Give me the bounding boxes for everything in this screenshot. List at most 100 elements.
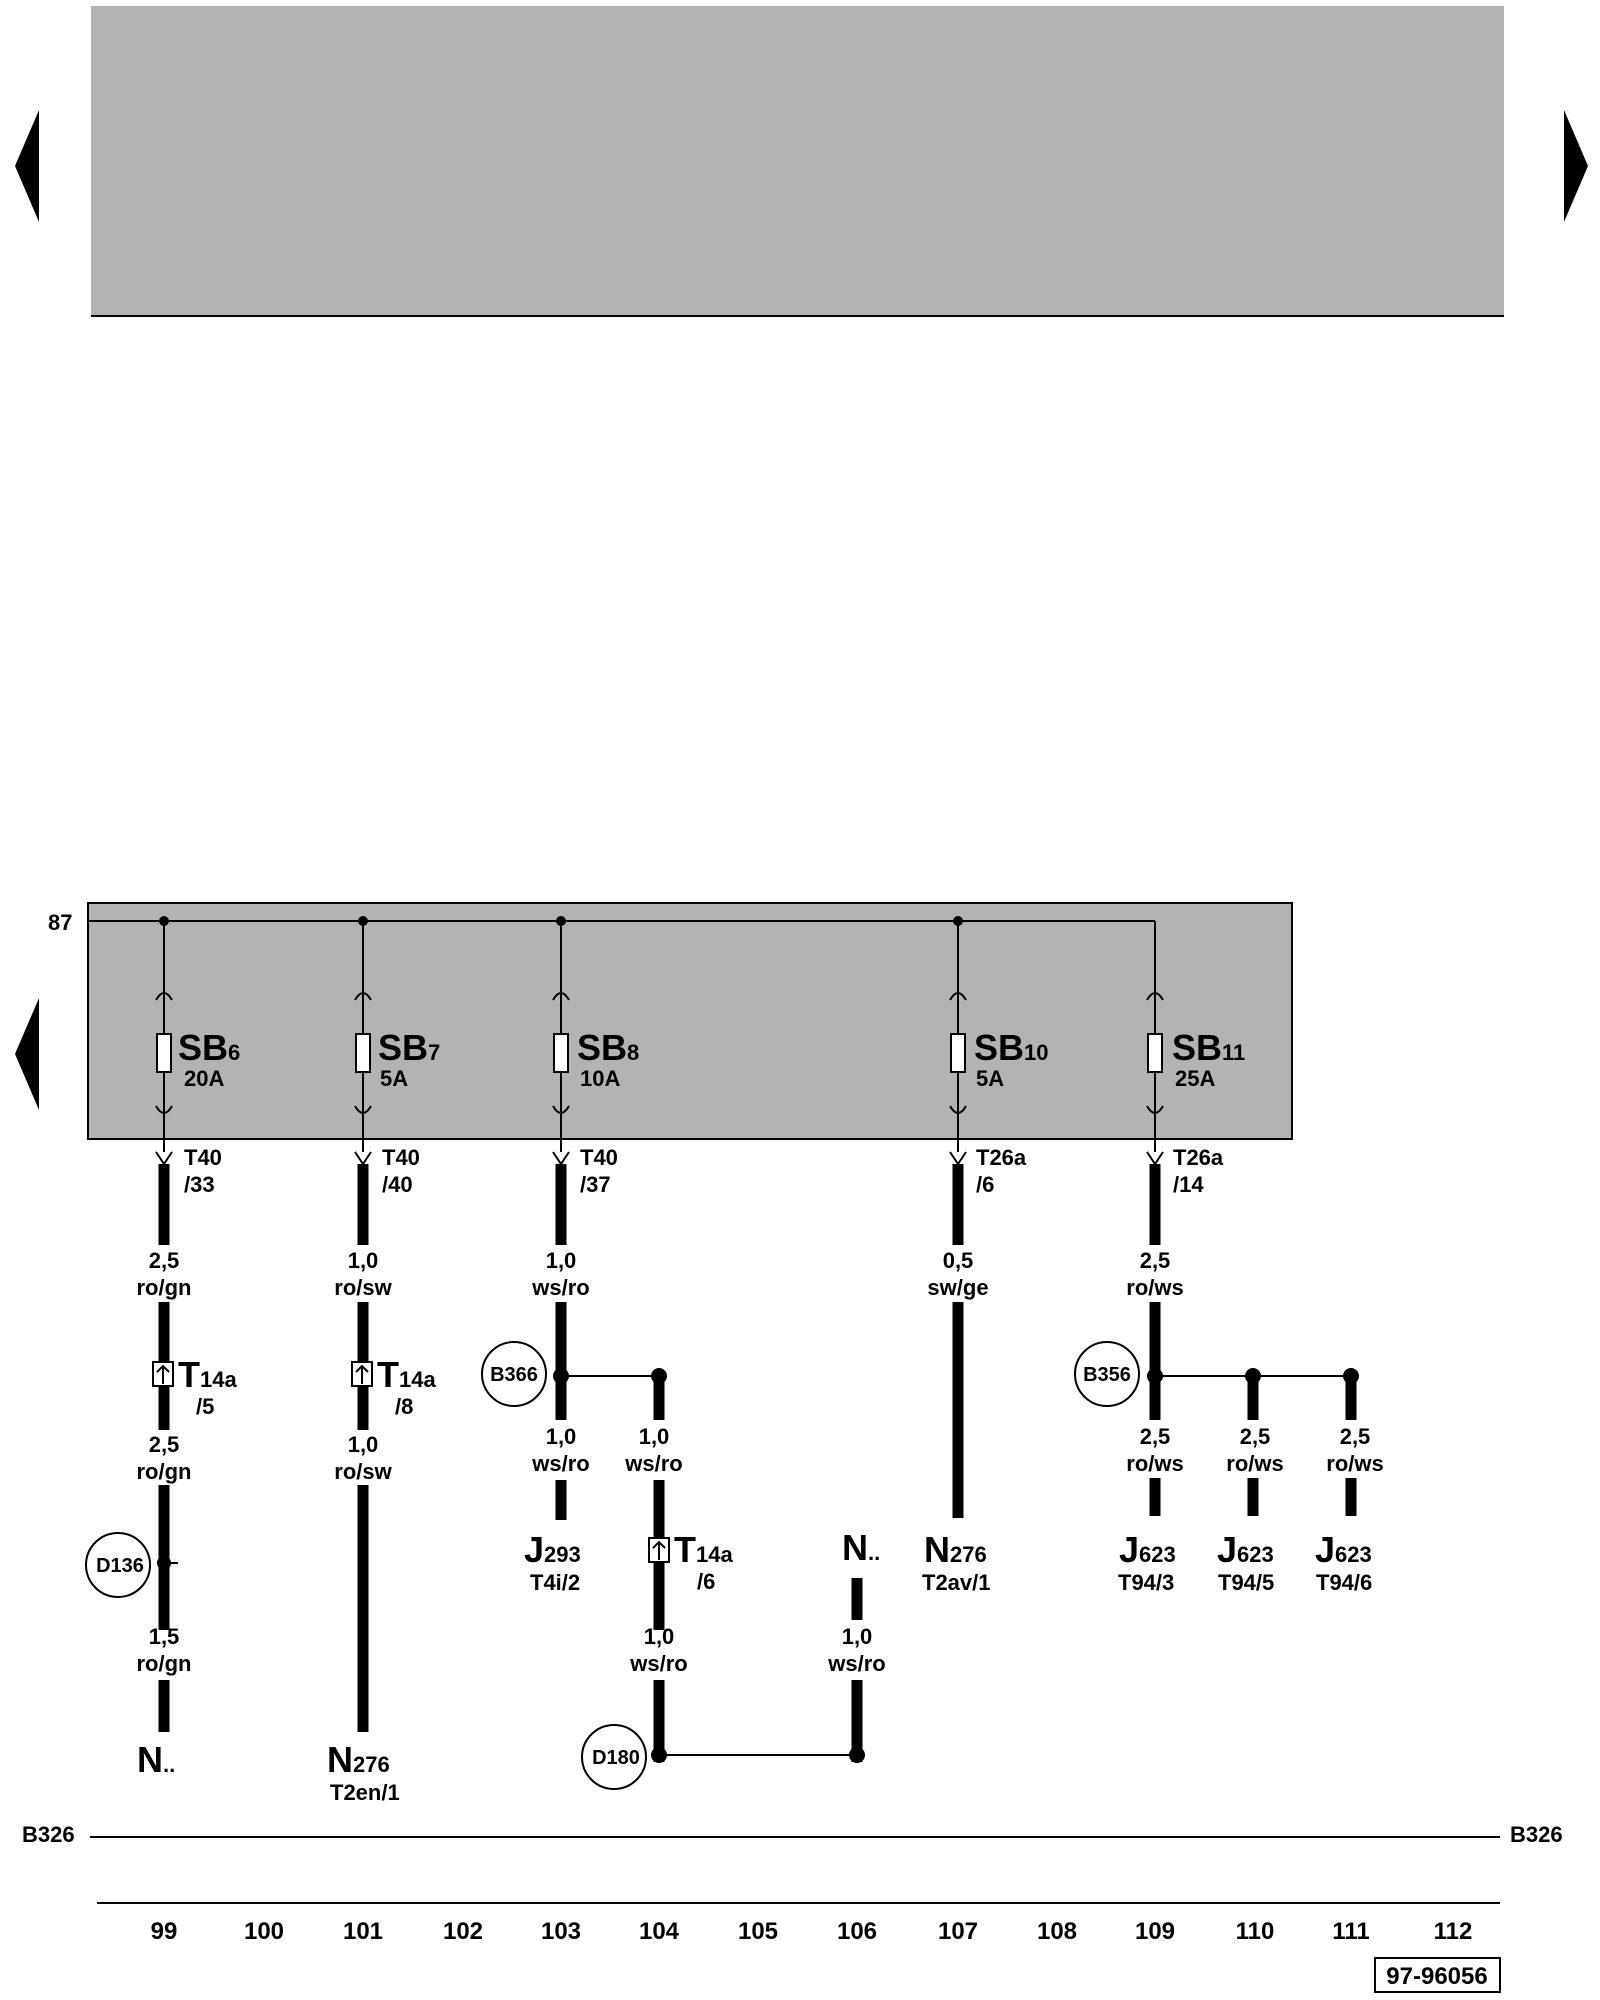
connector-label: T26a: [1173, 1145, 1224, 1170]
fuse-body: [1147, 1033, 1163, 1073]
junction-dot: [953, 916, 963, 926]
component-pin: T94/5: [1218, 1570, 1274, 1595]
junction-dot: [651, 1368, 667, 1384]
fuse-label: SB6: [178, 1027, 240, 1068]
component-label: J623: [1315, 1529, 1372, 1570]
column-number: 112: [1434, 1918, 1473, 1945]
fuse-labels: SB6 20A SB7 5A SB8 10A SB10 5A SB11 25A: [178, 1027, 1245, 1091]
wire-size: 2,5: [1140, 1248, 1171, 1273]
fuse-body: [950, 1033, 966, 1073]
column-number: 107: [938, 1918, 978, 1945]
component-label: N276: [924, 1529, 987, 1570]
fuse-rating: 25A: [1175, 1066, 1215, 1091]
junction-dot: [1147, 1368, 1163, 1384]
column-number: 102: [443, 1918, 483, 1945]
supply-label: 87: [48, 910, 72, 935]
connector-arrow-icon: [1146, 1151, 1164, 1166]
connector-label: T40: [382, 1145, 420, 1170]
wire-color: ws/ro: [827, 1651, 885, 1676]
fuse-socket-arc: [552, 992, 570, 1001]
connector-pin: /6: [976, 1172, 994, 1197]
wire-size: 2,5: [1240, 1424, 1271, 1449]
component-pin: T2en/1: [330, 1780, 400, 1805]
connector-arrow-icon: [552, 1151, 570, 1166]
fuse-socket-arc: [1146, 992, 1164, 1001]
fuse-carrier-box: [87, 902, 1293, 1140]
fuse-rating: 20A: [184, 1066, 224, 1091]
column-numbers: 99 100 101 102 103 104 105 106 107 108 1…: [151, 1918, 1473, 1945]
ground-label-right: B326: [1510, 1822, 1563, 1847]
wire-size: 1,0: [348, 1248, 379, 1273]
doc-ref-box: [1374, 1957, 1501, 1993]
fuse-label: SB8: [577, 1027, 639, 1068]
fuse-label: SB11: [1172, 1027, 1245, 1068]
fuse-socket-arc: [354, 992, 372, 1001]
plug-label: T14a: [377, 1354, 436, 1395]
wire-color: sw/ge: [927, 1275, 988, 1300]
wire-color: ro/ws: [1226, 1451, 1283, 1476]
fuse-socket-arc: [354, 1105, 372, 1114]
wire-color: ro/sw: [334, 1275, 392, 1300]
fuse-body: [553, 1033, 569, 1073]
fuse-label: SB7: [378, 1027, 440, 1068]
wire-color: ro/gn: [137, 1459, 192, 1484]
fuse-body: [156, 1033, 172, 1073]
nav-prev-bottom-icon[interactable]: [15, 998, 39, 1110]
component-pin: T2av/1: [922, 1570, 991, 1595]
wire-color: ro/ws: [1326, 1451, 1383, 1476]
component-label: N276: [327, 1739, 390, 1780]
component-label: J293: [524, 1529, 581, 1570]
splice-label: D136: [96, 1555, 144, 1577]
fuse-socket-arc: [155, 1105, 173, 1114]
wire-size: 2,5: [1140, 1424, 1171, 1449]
wire-size: 2,5: [149, 1248, 180, 1273]
nav-prev-top-icon[interactable]: [15, 110, 39, 222]
wire-color: ro/gn: [137, 1651, 192, 1676]
column-number: 105: [738, 1918, 778, 1945]
connector-pin: /40: [382, 1172, 413, 1197]
wire-size: 1,0: [546, 1248, 577, 1273]
wire-size: 1,5: [149, 1624, 180, 1649]
splices: B366 B356 D136 D180: [85, 1341, 1140, 1790]
plug-pin-icon: [156, 1364, 170, 1384]
junction-dot: [157, 1556, 171, 1570]
component-label: J623: [1119, 1529, 1176, 1570]
components: J293 T4i/2 N.. N276 T2av/1 J623 T94/3 J6…: [137, 1527, 1372, 1805]
connector-pin: /33: [184, 1172, 215, 1197]
fuse-body: [355, 1033, 371, 1073]
plug-pin: /5: [196, 1394, 214, 1419]
splice-circle: [581, 1724, 647, 1790]
connector-arrow-icon: [354, 1151, 372, 1166]
junction-dot: [651, 1747, 667, 1763]
wire-size: 2,5: [149, 1432, 180, 1457]
plug-connectors: T14a /5 T14a /8 T14a /6: [152, 1354, 733, 1594]
junction-dot: [358, 916, 368, 926]
column-number: 103: [541, 1918, 581, 1945]
junction-dot: [1343, 1368, 1359, 1384]
nav-next-top-icon[interactable]: [1564, 110, 1588, 222]
fuse-socket-arc: [552, 1105, 570, 1114]
fuse-rating: 5A: [380, 1066, 408, 1091]
doc-ref: 97-96056: [1386, 1963, 1487, 1990]
wire-color: ws/ro: [531, 1275, 589, 1300]
fuse-socket-arc: [1146, 1105, 1164, 1114]
column-number: 99: [151, 1918, 178, 1945]
wire-color: ro/ws: [1126, 1275, 1183, 1300]
fuse-rating: 5A: [976, 1066, 1004, 1091]
top-panel: [91, 6, 1504, 316]
splice-label: B366: [490, 1364, 538, 1386]
wire-junctions: [157, 1368, 1359, 1763]
fuse-socket-arc: [949, 1105, 967, 1114]
plug-label: T14a: [674, 1529, 733, 1570]
plug-pin: /8: [395, 1394, 413, 1419]
component-pin: T94/6: [1316, 1570, 1372, 1595]
ground-label-left: B326: [22, 1822, 75, 1847]
wire-size: 1,0: [639, 1424, 670, 1449]
wire-color: ro/ws: [1126, 1451, 1183, 1476]
connector-arrow-icon: [155, 1151, 173, 1166]
fuse-rating: 10A: [580, 1066, 620, 1091]
splice-circle: [481, 1341, 547, 1407]
connector-labels: T40 /33 T40 /40 T40 /37 T26a /6 T26a /14: [184, 1145, 1224, 1197]
wire-size: 1,0: [842, 1624, 873, 1649]
